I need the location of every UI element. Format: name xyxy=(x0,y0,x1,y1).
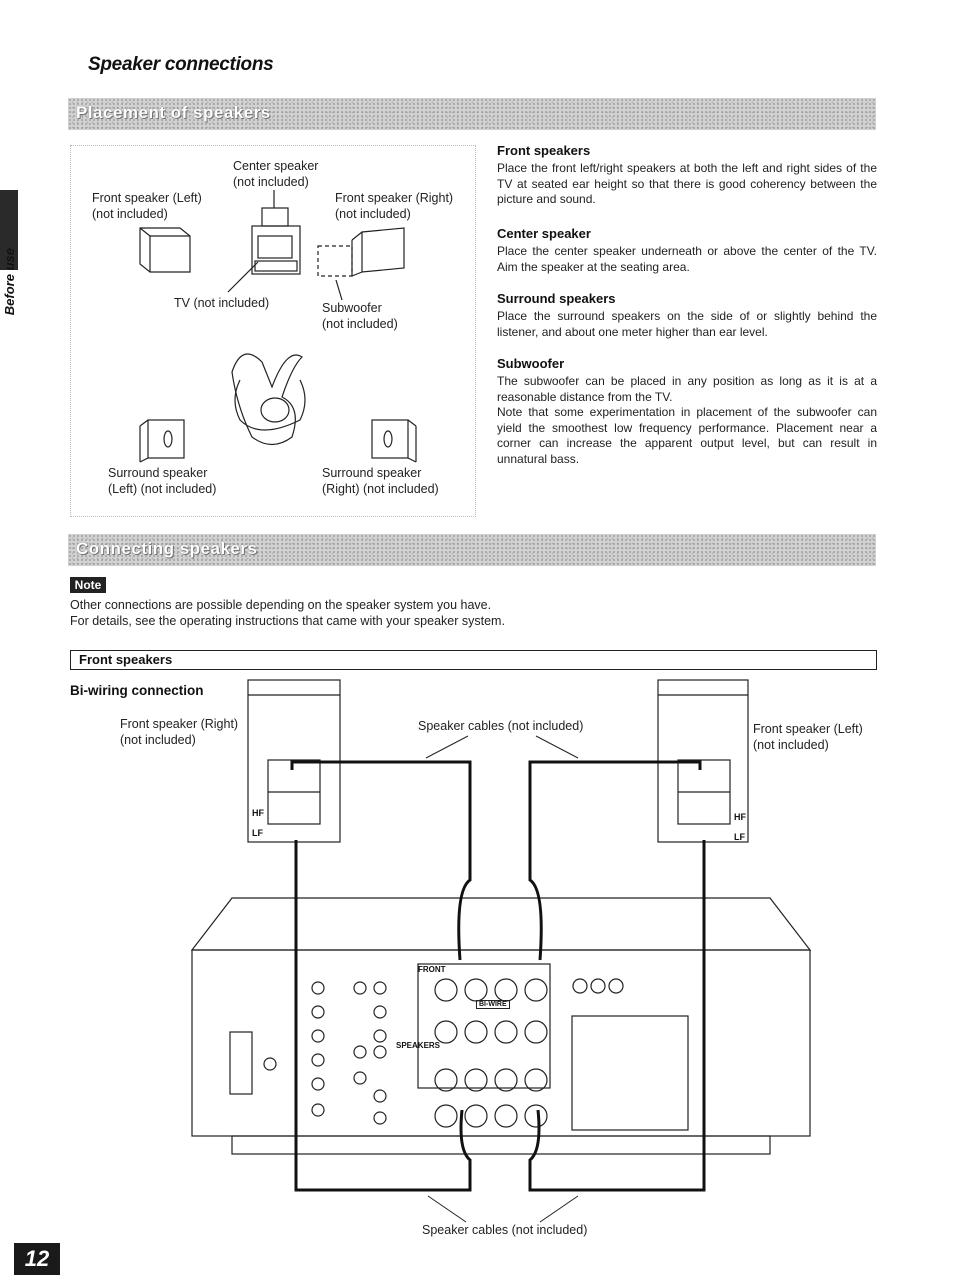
surround-speakers-heading: Surround speakers xyxy=(497,291,616,306)
connecting-band: Connecting speakers xyxy=(68,534,876,566)
front-speakers-heading: Front speakers xyxy=(497,143,591,158)
lf-label-left: LF xyxy=(734,832,745,842)
hf-label-right: HF xyxy=(252,808,264,818)
placement-band-label: Placement of speakers xyxy=(76,103,271,122)
hf-label-left: HF xyxy=(734,812,746,822)
surround-speakers-text: Place the surround speakers on the side … xyxy=(497,309,877,339)
input-jacks-icon xyxy=(311,978,624,1125)
note-line: For details, see the operating instructi… xyxy=(70,614,505,628)
subsection-title: Front speakers xyxy=(79,652,173,667)
surround-right-speaker-icon xyxy=(371,419,417,463)
front-terminal-label: FRONT xyxy=(418,965,446,974)
lf-label-right: LF xyxy=(252,828,263,838)
center-speaker-text: Place the center speaker underneath or a… xyxy=(497,244,877,274)
note-line: Other connections are possible depending… xyxy=(70,598,492,612)
speakers-label: SPEAKERS xyxy=(396,1041,441,1050)
front-left-speaker-icon xyxy=(139,227,191,273)
bw-front-left-label: Front speaker (Left) (not included) xyxy=(753,722,863,752)
tv-icon xyxy=(251,225,301,275)
center-speaker-heading: Center speaker xyxy=(497,226,591,241)
subwoofer-label: Subwoofer (not included) xyxy=(322,301,398,331)
speaker-cables-icon xyxy=(290,760,706,1192)
tv-label: TV (not included) xyxy=(174,296,270,310)
bi-wire-label: BI-WIRE xyxy=(476,1000,510,1009)
front-right-speaker-icon xyxy=(351,227,405,277)
page-title: Speaker connections xyxy=(88,54,274,75)
surround-left-label: Surround speaker (Left) (not included) xyxy=(108,466,217,496)
subwoofer-heading: Subwoofer xyxy=(497,356,565,371)
connecting-band-label: Connecting speakers xyxy=(76,539,258,558)
receiver-icon xyxy=(190,897,812,1155)
listener-icon xyxy=(231,353,306,446)
front-left-label: Front speaker (Left) (not included) xyxy=(92,191,202,221)
cable-pointer-lines xyxy=(425,735,579,1223)
biwiring-heading: Bi-wiring connection xyxy=(70,683,204,698)
center-speaker-icon xyxy=(261,190,289,227)
subwoofer-text: The subwoofer can be placed in any posit… xyxy=(497,374,877,466)
section-tab xyxy=(0,190,18,270)
cables-bottom-label: Speaker cables (not included) xyxy=(422,1223,588,1237)
subsection-box: Front speakers xyxy=(70,650,877,670)
page-number: 12 xyxy=(14,1243,60,1275)
placement-diagram-frame xyxy=(70,145,476,517)
front-right-label: Front speaker (Right) (not included) xyxy=(335,191,454,221)
note-badge: Note xyxy=(70,577,106,593)
note-text: Other connections are possible depending… xyxy=(70,597,505,629)
placement-band: Placement of speakers xyxy=(68,98,876,130)
front-speakers-text: Place the front left/right speakers at b… xyxy=(497,161,877,206)
subwoofer-icon xyxy=(317,245,353,277)
bw-front-right-label: Front speaker (Right) (not included) xyxy=(120,717,239,747)
terminal-block-icon xyxy=(417,963,551,1128)
surround-right-label: Surround speaker (Right) (not included) xyxy=(322,466,439,496)
cables-top-label: Speaker cables (not included) xyxy=(418,719,584,733)
center-speaker-label: Center speaker (not included) xyxy=(233,159,319,189)
surround-left-speaker-icon xyxy=(139,419,185,463)
